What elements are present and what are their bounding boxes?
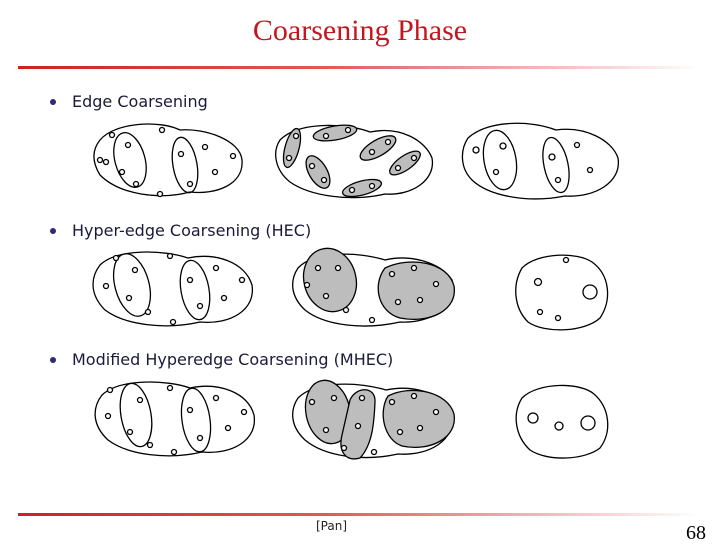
hec-hypergraph-matched	[292, 247, 455, 327]
page-number: 68	[686, 522, 706, 544]
citation-footer: [Pan]	[316, 519, 348, 533]
edge-hypergraph-matched	[275, 124, 433, 199]
mhec-hypergraph-matched	[292, 379, 455, 460]
slide-title: Coarsening Phase	[252, 14, 468, 47]
bullet-icon	[50, 227, 56, 234]
bullet-text: Hyper-edge Coarsening (HEC)	[72, 221, 312, 240]
bullet-hec: Hyper-edge Coarsening (HEC)	[50, 221, 311, 240]
bullet-mhec: Modified Hyperedge Coarsening (MHEC)	[50, 350, 393, 369]
edge-hypergraph-coarsened	[461, 122, 619, 200]
top-divider	[18, 66, 702, 69]
edge-hypergraph-original	[93, 123, 243, 198]
mhec-hypergraph-coarsened	[515, 384, 609, 459]
bottom-divider	[18, 513, 702, 516]
bullet-icon	[50, 98, 56, 105]
bullet-edge-coarsening: Edge Coarsening	[50, 92, 208, 111]
bullet-icon	[50, 356, 56, 363]
bullet-text: Modified Hyperedge Coarsening (MHEC)	[72, 350, 394, 369]
hec-hypergraph-original	[92, 251, 253, 327]
hec-hypergraph-coarsened	[515, 254, 609, 331]
bullet-text: Edge Coarsening	[72, 92, 208, 111]
mhec-hypergraph-original	[94, 381, 255, 457]
